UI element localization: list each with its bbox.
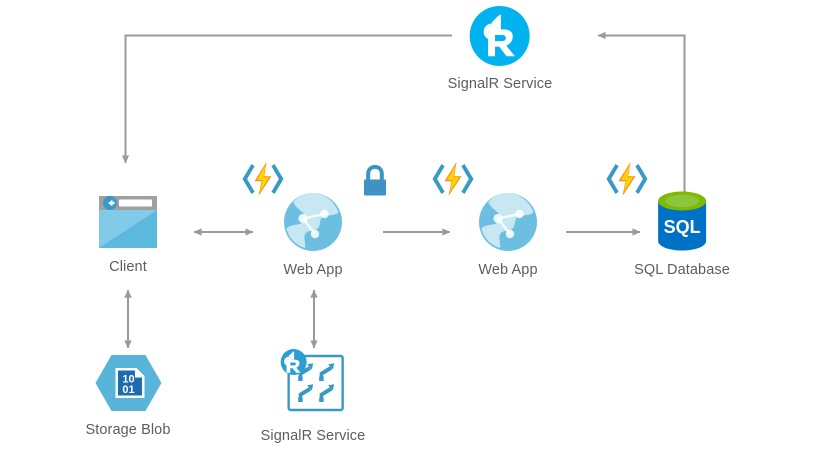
node-label-sql-database: SQL Database (634, 262, 730, 278)
node-label-storage-blob: Storage Blob (85, 422, 171, 438)
node-label-web-app-front: Web App (283, 262, 343, 278)
node-web-app-front[interactable]: Web App (281, 190, 345, 278)
sql-database-cylinder-icon: SQL (651, 188, 713, 254)
node-signalr-service-top[interactable]: SignalR Service (448, 4, 553, 92)
edge-signalr-to-client (121, 34, 452, 164)
azure-functions-icon-2 (428, 154, 478, 209)
storage-blob-hexagon-icon: 10 01 (92, 352, 164, 414)
browser-window-icon (96, 193, 160, 251)
storage-blob-icon-text-bottom: 01 (122, 384, 134, 396)
signalr-service-panel-icon (275, 348, 351, 420)
node-sql-database[interactable]: SQL SQL Database (634, 188, 730, 278)
node-label-signalr-service-top: SignalR Service (447, 76, 553, 92)
node-storage-blob[interactable]: 10 01 Storage Blob (85, 352, 170, 438)
node-label-signalr-service-bottom: SignalR Service (260, 428, 366, 444)
azure-functions-icon-1 (238, 154, 288, 209)
storage-blob-icon-text-top: 10 (122, 374, 134, 386)
azure-functions-icon-3 (602, 154, 652, 209)
node-signalr-service-bottom[interactable]: SignalR Service (261, 348, 366, 444)
sql-icon-text: SQL (663, 217, 700, 237)
node-label-web-app-back: Web App (478, 262, 538, 278)
node-label-client: Client (109, 259, 147, 275)
web-app-globe-icon (476, 190, 540, 254)
web-app-globe-icon (281, 190, 345, 254)
signalr-logo-icon (468, 4, 532, 68)
node-client[interactable]: Client (96, 193, 160, 275)
node-web-app-back[interactable]: Web App (476, 190, 540, 278)
lock-icon (360, 162, 390, 207)
